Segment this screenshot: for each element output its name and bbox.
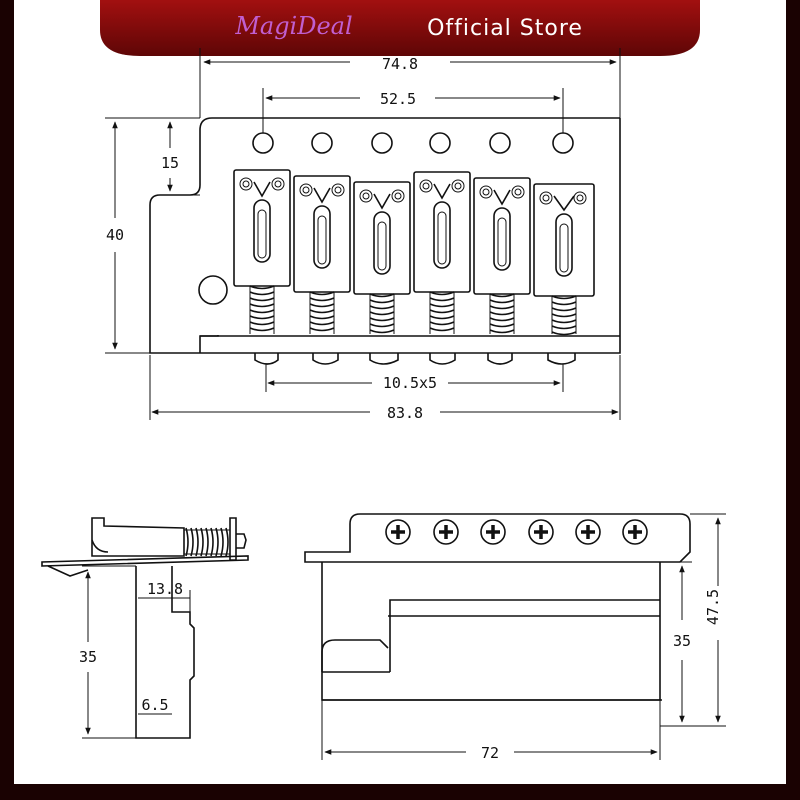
side-view: 35 13.8 6.5	[41, 517, 249, 739]
left-frame-edge	[0, 0, 14, 800]
dim-hole-span: 52.5	[380, 90, 416, 108]
front-view: 35 47.5 72	[304, 513, 726, 762]
screw-icon	[480, 519, 506, 545]
dim-side-block-thickness: 6.5	[141, 696, 168, 714]
brand-logo: MagiDeal	[234, 12, 352, 40]
screw-icon	[433, 519, 459, 545]
spring	[489, 293, 515, 334]
screw-icon	[385, 519, 411, 545]
spring	[429, 291, 455, 334]
dim-width-overall: 74.8	[382, 55, 418, 73]
spring	[551, 295, 577, 336]
bottom-frame-edge	[0, 784, 800, 800]
dim-saddle-spacing: 10.5x5	[383, 374, 437, 392]
screw-icon	[622, 519, 648, 545]
dim-base-length: 72	[481, 744, 499, 762]
dim-height: 40	[106, 226, 124, 244]
spring	[309, 291, 335, 334]
intonation-screw-heads	[254, 353, 576, 365]
spring	[369, 293, 395, 334]
store-banner: MagiDeal Official Store	[100, 0, 700, 56]
spring	[249, 285, 275, 334]
right-frame-edge	[786, 0, 800, 800]
saddles	[233, 169, 595, 297]
mounting-screws	[385, 519, 648, 545]
screw-icon	[528, 519, 554, 545]
dim-side-block-width: 13.8	[147, 580, 183, 598]
dim-front-block-height: 35	[673, 632, 691, 650]
top-view: 74.8 52.5 40 15 10.5x5 83.8	[105, 48, 621, 422]
saddle-springs	[249, 285, 577, 336]
dim-side-block-height: 35	[79, 648, 97, 666]
screw-icon	[575, 519, 601, 545]
dim-top-offset: 15	[161, 154, 179, 172]
dim-total-height: 47.5	[704, 589, 722, 625]
dim-base-width: 83.8	[387, 404, 423, 422]
store-label: Official Store	[427, 16, 583, 41]
